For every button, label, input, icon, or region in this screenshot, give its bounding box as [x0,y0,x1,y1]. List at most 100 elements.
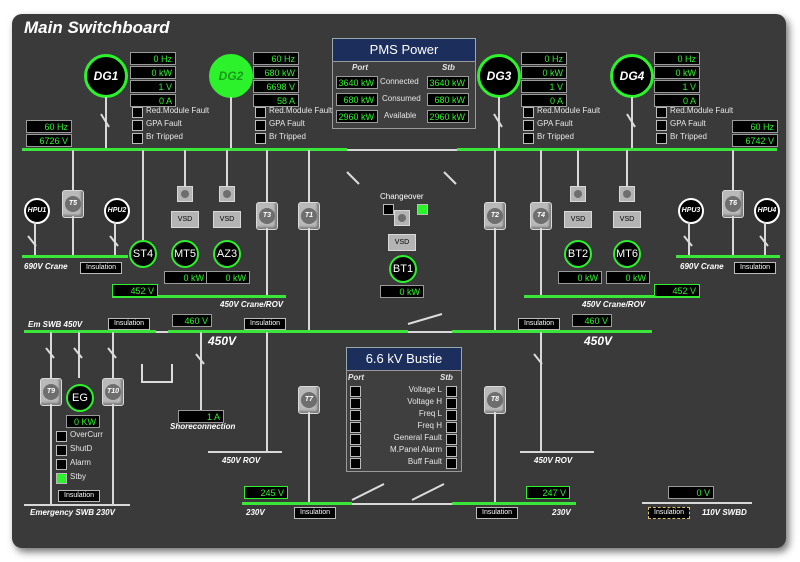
t2-feeder [494,150,496,202]
dg3-fault-label: Red.Module Fault [537,106,601,115]
v230-right-insulation: Insulation [476,507,518,519]
dg2-generator[interactable]: DG2 [209,54,253,98]
bt2-motor[interactable]: BT2 [564,240,592,268]
dg1-kw: 0 kW [130,66,176,79]
mt5-feeder [184,150,186,186]
dg1-fault-check [132,107,143,118]
pms-consumed-label: Consumed [382,94,421,103]
bustie-port-indicator [350,386,361,397]
bt1-motor[interactable]: BT1 [389,255,417,283]
changeover-port[interactable] [383,204,394,215]
dg4-hz: 0 Hz [654,52,700,65]
hpu4-motor[interactable]: HPU4 [754,198,780,224]
bus450-right-label: 450V [584,334,613,348]
v230-left-volt: 245 V [244,486,288,499]
mt5-motor[interactable]: MT5 [171,240,199,268]
swbd110-bus [642,502,752,504]
dg1-hz: 0 Hz [130,52,176,65]
hpu1-motor[interactable]: HPU1 [24,198,50,224]
t2-transformer[interactable]: T2 [484,202,506,230]
bus450-tie [408,331,452,333]
changeover-stb[interactable] [417,204,428,215]
dg2-gpa-label: GPA Fault [269,119,305,128]
v230-tie-breaker-a [351,483,385,501]
st4-motor[interactable]: ST4 [129,240,157,268]
eg-label: EG [72,392,88,404]
dg3-generator[interactable]: DG3 [477,54,521,98]
mt6-motor[interactable]: MT6 [613,240,641,268]
bus450-right-insulation: Insulation [518,318,560,330]
emswb450-label: Em SWB 450V [28,320,83,329]
dg3-fault-check [523,107,534,118]
bt1-breaker [394,210,410,226]
bus450-left-volt: 460 V [172,314,212,327]
dg2-amp: 58 A [253,94,299,107]
bus450-left-label: 450V [208,334,237,348]
bustie-row-label: Voltage L [408,385,442,394]
dg1-generator[interactable]: DG1 [84,54,128,98]
t6-transformer[interactable]: T6 [722,190,744,218]
pms-connected-port: 3640 kW [336,76,378,89]
main-bus-port [22,148,347,151]
t4-feeder [540,150,542,202]
hpu3-motor[interactable]: HPU3 [678,198,704,224]
t9-transformer[interactable]: T9 [40,378,62,406]
swbd110-volt: 0 V [668,486,714,499]
bt2-feeder [577,150,579,186]
v230-left-insulation: Insulation [294,507,336,519]
eg-alarm-check [56,459,67,470]
crane690-left-bus [22,255,128,258]
az3-breaker [219,186,235,202]
t2-label: T2 [487,208,503,224]
emswb230-label: Emergency SWB 230V [30,508,115,517]
hpu2-motor[interactable]: HPU2 [104,198,130,224]
t5-feeder [72,150,74,190]
shore-amp: 1 A [178,410,224,423]
hpu2-label: HPU2 [107,207,127,214]
eg-generator[interactable]: EG [66,384,94,412]
hpu3-line [688,222,690,256]
dg2-br-check [255,133,266,144]
dg3-amp: 0 A [521,94,567,107]
hpu2-line [114,222,116,256]
crane-rov-right-bus [524,295,700,298]
dg4-br-label: Br Tripped [670,132,707,141]
hpu3-label: HPU3 [681,207,701,214]
pms-connected-label: Connected [380,77,419,86]
bustie-port-indicator [350,446,361,457]
crane-rov-right-volt: 452 V [654,284,700,297]
dg1-br-check [132,133,143,144]
t10-label: T10 [105,384,121,400]
hpu1-label: HPU1 [27,207,47,214]
bustie-stb-indicator [446,446,457,457]
t1-feeder [308,150,310,202]
eg-overcurr-check [56,431,67,442]
eg-stby-label: Stby [70,472,87,481]
bustie-link [347,149,457,151]
crane690-left-insulation: Insulation [80,262,122,274]
v230-right-bus [452,502,576,505]
t9-out [50,404,52,506]
bt1-vsd: VSD [388,234,416,251]
t10-transformer[interactable]: T10 [102,378,124,406]
swbd110-label: 110V SWBD [702,508,747,517]
bus-left-volt: 6726 V [26,134,72,147]
az3-vsd: VSD [213,211,241,228]
bt2-label: BT2 [567,248,589,260]
v230-right-volt: 247 V [526,486,570,499]
t2-out [494,228,496,330]
dg4-label: DG4 [619,69,645,83]
em-insulation: Insulation [58,490,100,502]
t7-transformer[interactable]: T7 [298,386,320,414]
dg4-generator[interactable]: DG4 [610,54,654,98]
dg4-volt: 1 V [654,80,700,93]
bustie-row-label: General Fault [393,433,442,442]
rov-right-bus [520,451,594,453]
mt5-label: MT5 [174,248,196,260]
pms-available-label: Available [384,111,417,120]
bustie-row-label: M.Panel Alarm [389,445,442,454]
dg1-fault-label: Red.Module Fault [146,106,210,115]
az3-motor[interactable]: AZ3 [213,240,241,268]
dg2-label: DG2 [218,69,244,83]
pms-consumed-stb: 680 kW [427,93,469,106]
